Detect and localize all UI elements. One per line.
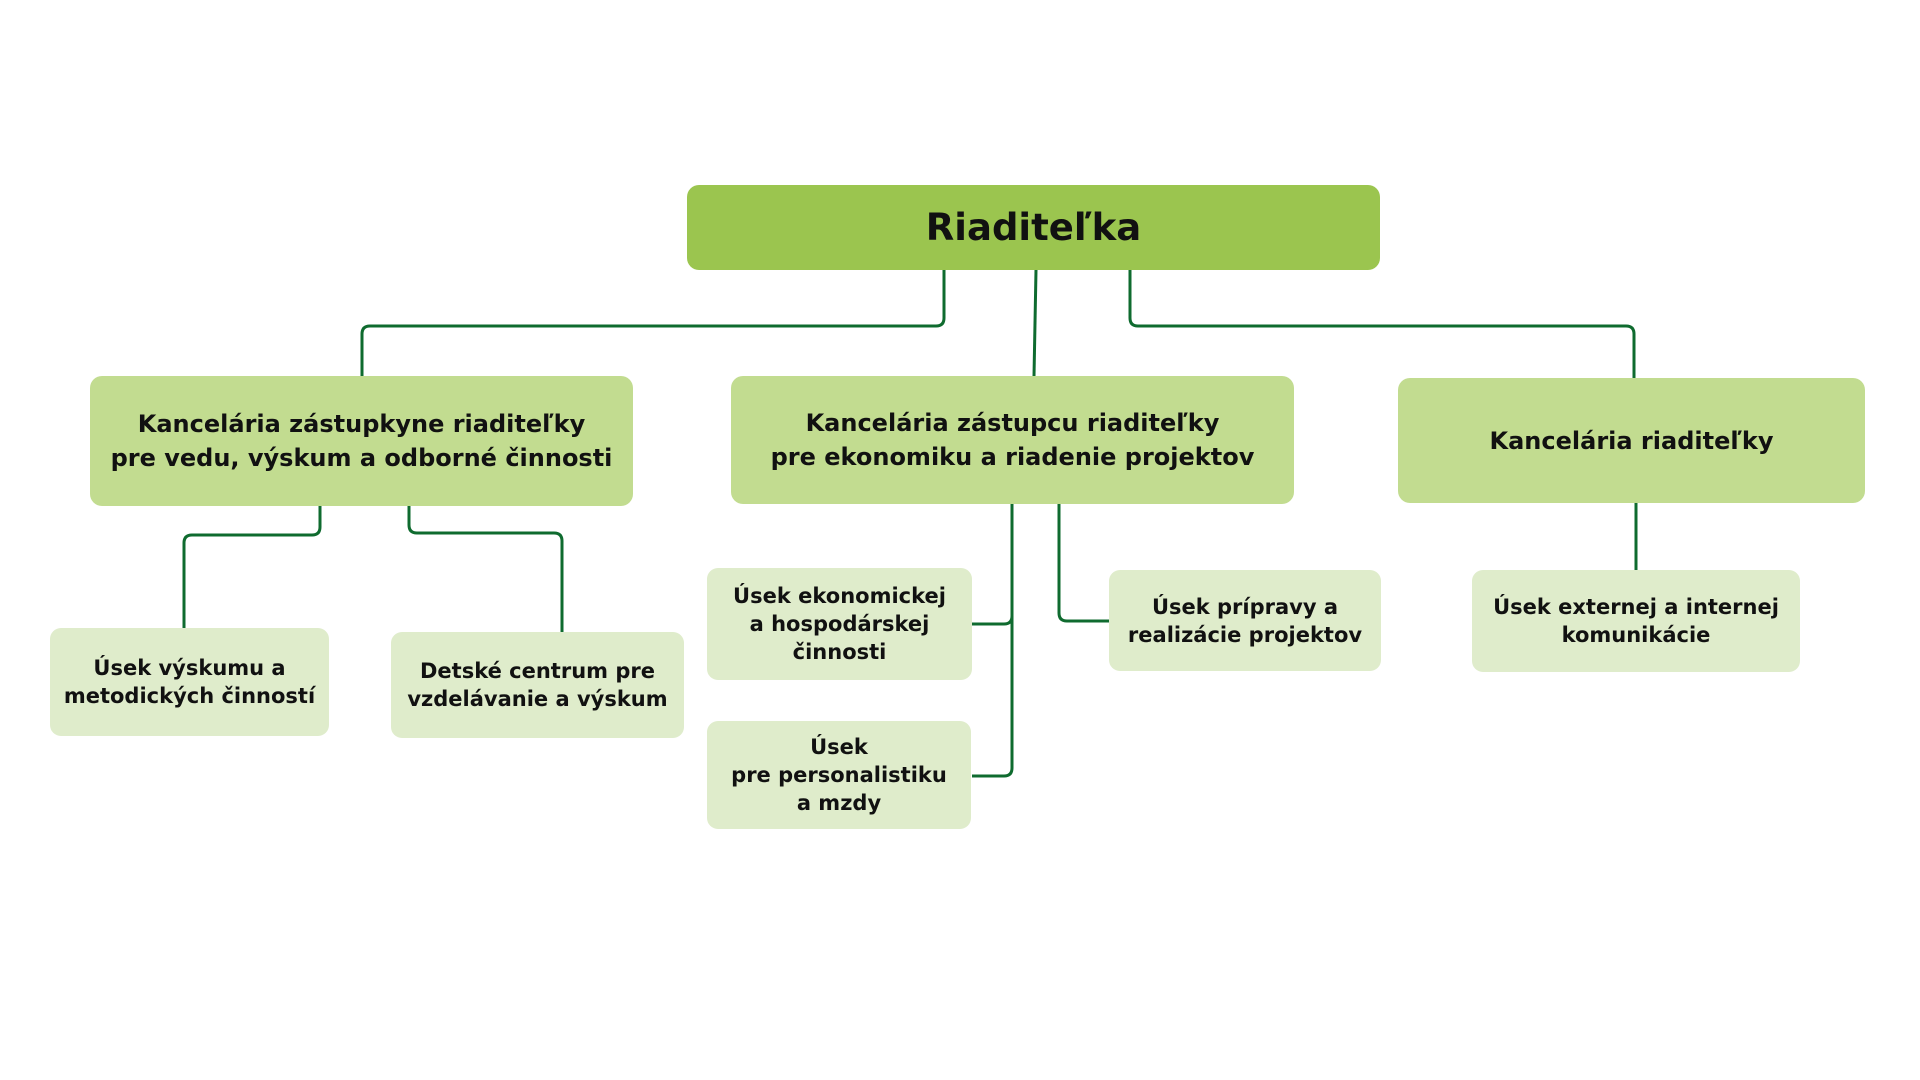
connector-science-to-children: [407, 506, 564, 632]
node-office-science: Kancelária zástupkyne riaditeľky pre ved…: [90, 376, 633, 506]
connector-economy-to-economic-personnel: [972, 504, 1014, 778]
node-dept-children-centre: Detské centrum pre vzdelávanie a výskum: [391, 632, 684, 738]
node-root-director: Riaditeľka: [687, 185, 1380, 270]
node-dept-communication: Úsek externej a internej komunikácie: [1472, 570, 1800, 672]
node-dept-projects: Úsek prípravy a realizácie projektov: [1109, 570, 1381, 671]
connector-root-to-office-director: [1128, 270, 1636, 378]
node-office-director: Kancelária riaditeľky: [1398, 378, 1865, 503]
node-office-economy: Kancelária zástupcu riaditeľky pre ekono…: [731, 376, 1294, 504]
connector-root-to-office-science: [360, 270, 946, 376]
connector-science-to-research: [182, 506, 322, 628]
node-dept-economic: Úsek ekonomickej a hospodárskej činnosti: [707, 568, 972, 680]
node-dept-personnel: Úsek pre personalistiku a mzdy: [707, 721, 971, 829]
connector-economy-to-projects: [1057, 504, 1109, 623]
connector-root-to-office-economy: [1032, 269, 1038, 377]
connector-economy-to-economic: [972, 615, 1014, 626]
node-dept-research: Úsek výskumu a metodických činností: [50, 628, 329, 736]
